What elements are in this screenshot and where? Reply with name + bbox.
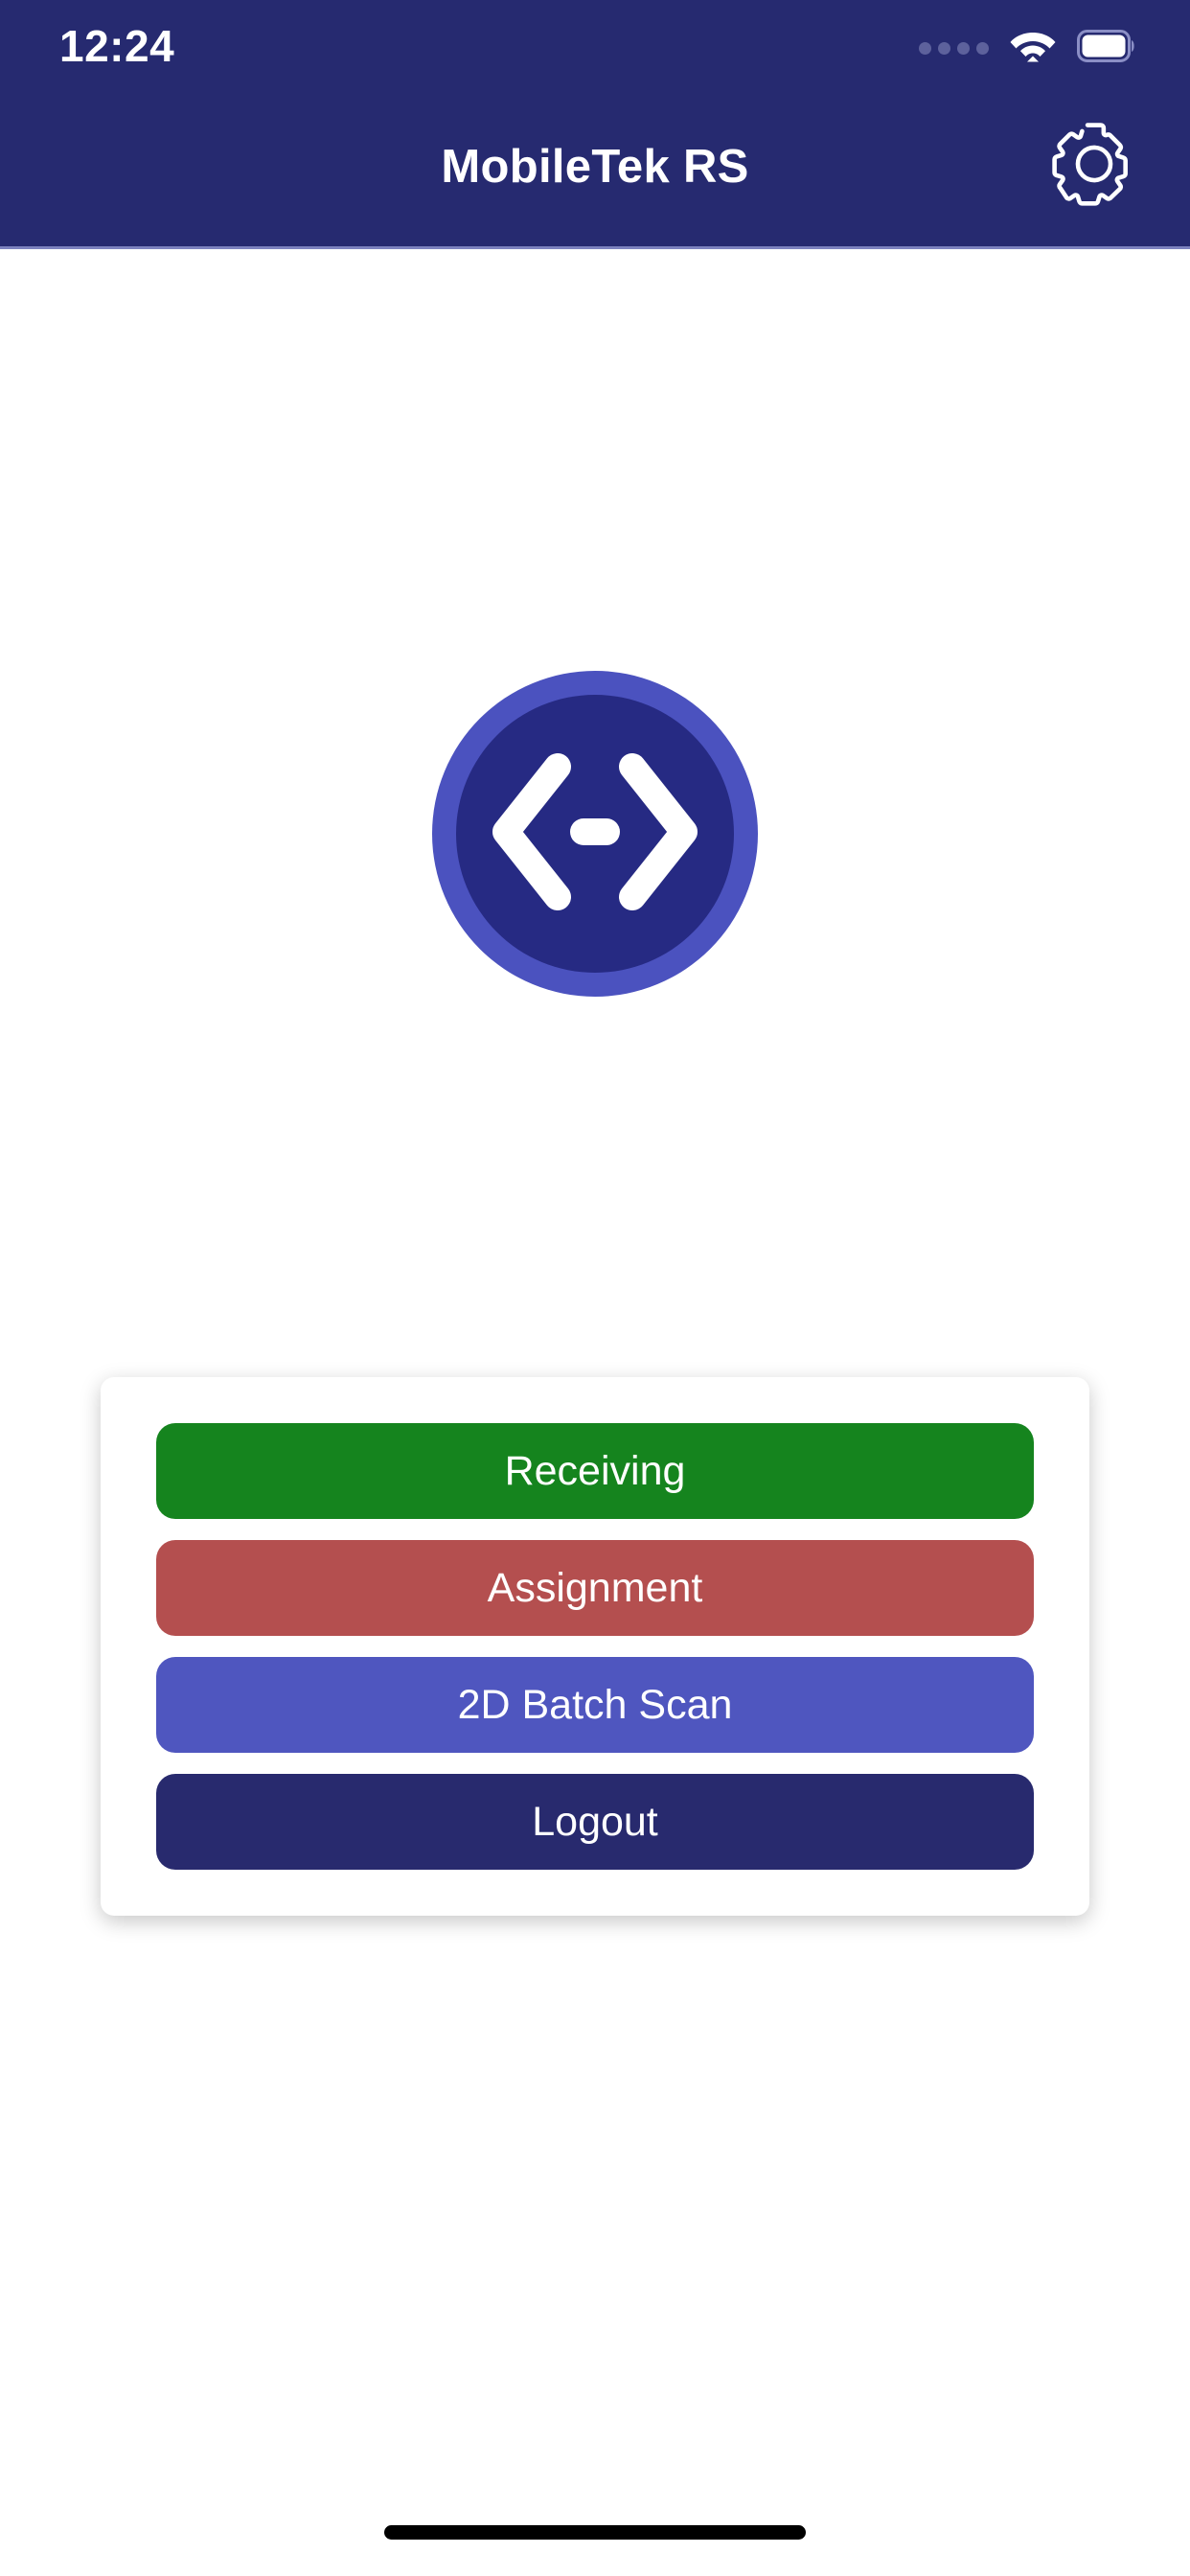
page-title: MobileTek RS — [441, 140, 749, 193]
status-icon-group — [919, 19, 1136, 68]
home-indicator[interactable] — [384, 2525, 806, 2540]
title-bar: MobileTek RS — [0, 86, 1190, 246]
code-brackets-icon — [485, 746, 705, 923]
logo-inner-disc — [456, 695, 734, 973]
logo-outer-ring — [432, 671, 758, 997]
receiving-button[interactable]: Receiving — [156, 1423, 1034, 1519]
status-bar: 12:24 — [0, 0, 1190, 86]
batch-scan-button[interactable]: 2D Batch Scan — [156, 1657, 1034, 1753]
battery-full-icon — [1077, 29, 1136, 67]
menu-card: Receiving Assignment 2D Batch Scan Logou… — [101, 1377, 1089, 1916]
app-bar: 12:24 MobileTek RS — [0, 0, 1190, 249]
logout-button[interactable]: Logout — [156, 1774, 1034, 1870]
wifi-icon — [1010, 29, 1056, 68]
signal-dots-icon — [919, 41, 989, 55]
settings-button[interactable] — [1039, 111, 1150, 222]
assignment-button[interactable]: Assignment — [156, 1540, 1034, 1636]
status-clock: 12:24 — [59, 21, 175, 71]
gear-icon — [1050, 120, 1138, 213]
logo-container — [0, 671, 1190, 997]
